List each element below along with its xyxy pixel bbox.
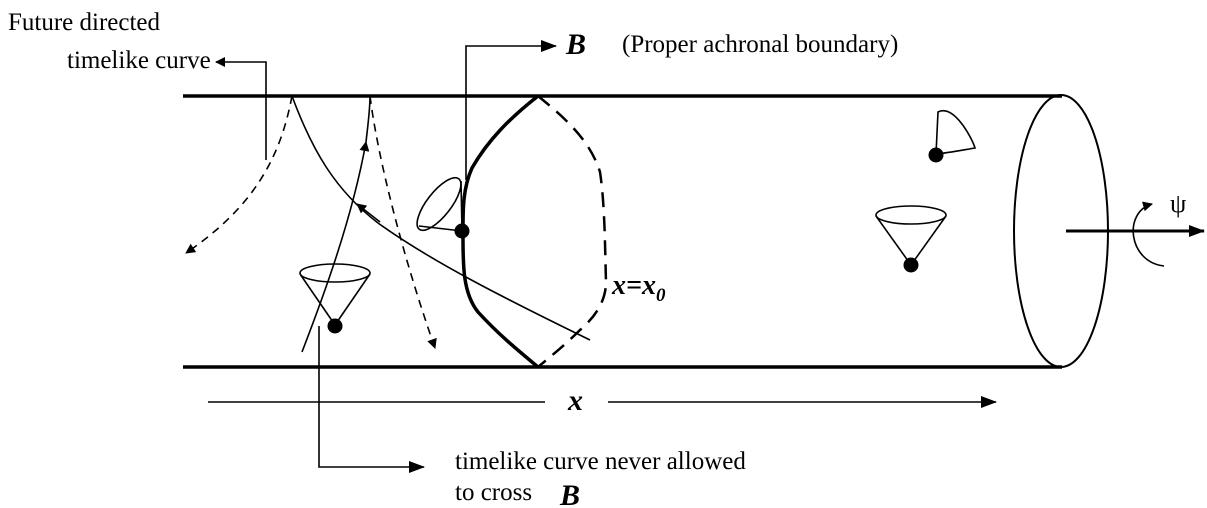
psi-label: ψ: [1170, 189, 1186, 218]
future-label-line2: timelike curve: [67, 47, 211, 74]
arrow-toward-boundary: [356, 203, 381, 223]
right-cone-edge-a: [875, 215, 912, 266]
left-cone-dot: [327, 318, 343, 334]
b-label-leader: [465, 40, 557, 180]
left-cone-rim: [299, 263, 371, 283]
never-cross-label-line1: timelike curve never allowed: [455, 448, 746, 475]
timelike-curve-up-left: [301, 141, 370, 353]
left-cone-edge-a: [299, 273, 336, 326]
b-label-description: (Proper achronal boundary): [622, 31, 898, 58]
future-label-leader: [215, 57, 267, 160]
never-cross-label-line2: to cross: [455, 479, 532, 506]
x-equals-text: x=x: [611, 270, 656, 301]
dashed-future-curve-middle: [369, 95, 437, 349]
timelike-curve-up-left-top: [365, 95, 371, 143]
left-cone-edge-b: [334, 273, 371, 326]
x-equals-x0-label: x=x0: [611, 270, 666, 306]
x-axis-label: x: [567, 384, 583, 417]
upper-right-cone-dot: [928, 147, 944, 163]
timelike-curve-solid: [291, 95, 591, 341]
psi-rotation-arc: [1132, 201, 1165, 267]
boundary-cone-rim: [416, 176, 462, 232]
boundary-cone-edge-upper: [460, 180, 463, 232]
b-label-symbol: B: [565, 28, 586, 61]
future-label-line1: Future directed: [8, 9, 161, 36]
never-cross-label-b: B: [559, 479, 580, 508]
right-cone-dot: [903, 257, 919, 273]
x-equals-x0-curve: [537, 95, 608, 368]
x0-subscript: 0: [656, 285, 666, 306]
dashed-future-curve-left: [185, 95, 293, 254]
achronal-boundary-b: [461, 94, 540, 369]
boundary-cone-edge-lower: [418, 225, 463, 232]
right-cone-edge-b: [910, 215, 947, 266]
upper-right-cone: [935, 110, 977, 155]
right-cone-rim: [875, 205, 947, 225]
never-cross-label-leader: [318, 326, 425, 473]
